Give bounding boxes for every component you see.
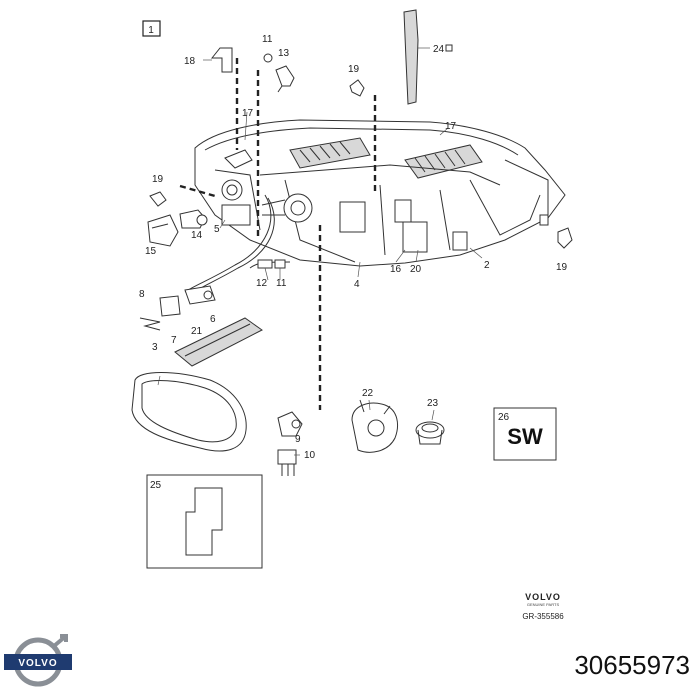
part-11-plug	[274, 259, 286, 269]
housing-vent-left	[289, 137, 371, 169]
callout-19-left: 19	[152, 174, 164, 185]
part-3-gasket	[131, 372, 247, 452]
callout-7: 7	[171, 335, 177, 346]
callout-19-top: 19	[348, 64, 360, 75]
part-14-bulb	[179, 209, 208, 229]
leader-lines	[157, 111, 483, 456]
volvo-logo: VOLVO	[4, 634, 72, 687]
logo-band	[4, 654, 72, 670]
callout-22: 22	[362, 388, 374, 399]
callout-19-right: 19	[556, 262, 568, 273]
part-19-clip-left	[149, 191, 167, 207]
callout-13: 13	[278, 48, 290, 59]
callout-24: 24	[433, 44, 445, 55]
callout-2: 2	[484, 260, 490, 271]
sw-box-text: SW	[507, 424, 543, 449]
part-8-spring	[139, 317, 161, 331]
part-7-holder	[159, 295, 181, 317]
frame-label-text: 1	[148, 25, 154, 36]
part-18-clip	[203, 47, 233, 73]
callout-4: 4	[354, 279, 360, 290]
callout-18: 18	[184, 56, 196, 67]
part-9-bulb	[277, 411, 303, 437]
part-19-clip-right	[557, 227, 573, 249]
drawing-reference: VOLVO GENUINE PARTS GR-355586	[522, 592, 564, 621]
part-19-clip-top	[349, 79, 365, 97]
part-number: 30655973	[574, 650, 690, 680]
callout-26: 26	[498, 412, 510, 423]
part-24-strip	[403, 9, 453, 105]
brand-sub: GENUINE PARTS	[527, 602, 560, 607]
callout-15: 15	[145, 246, 157, 257]
part-21-cover-strip	[174, 317, 263, 367]
drawing-ref: GR-355586	[522, 612, 564, 621]
part-15-bulb-holder	[147, 214, 179, 247]
part-11-ring	[263, 53, 273, 63]
callout-9: 9	[295, 434, 301, 445]
part-23-plug	[415, 421, 445, 445]
inset-box-26: SW	[493, 407, 557, 461]
callout-20: 20	[410, 264, 422, 275]
callout-21: 21	[191, 326, 203, 337]
callout-numbers: 2 3 4 5 6 7 8 9 10 11 11 12 13 14 15 16 …	[139, 34, 568, 491]
callout-3: 3	[152, 342, 158, 353]
callout-17-right: 17	[445, 121, 457, 132]
inset-box-25	[146, 474, 263, 569]
headlamp-housing	[194, 119, 566, 267]
callout-8: 8	[139, 289, 145, 300]
brand-small: VOLVO	[525, 592, 561, 602]
callout-6: 6	[210, 314, 216, 325]
callout-16: 16	[390, 264, 402, 275]
callout-25: 25	[150, 480, 162, 491]
part-12-connector	[257, 259, 273, 269]
part-13-connector	[275, 65, 295, 93]
callout-14: 14	[191, 230, 203, 241]
callout-10: 10	[304, 450, 316, 461]
logo-text: VOLVO	[18, 658, 57, 669]
callout-5: 5	[214, 224, 220, 235]
part-6-bulb	[184, 285, 216, 305]
callout-12: 12	[256, 278, 268, 289]
callout-11-bottom: 11	[276, 278, 287, 289]
assembly-lines	[179, 58, 377, 410]
housing-vent-right	[404, 144, 483, 179]
callout-11-top: 11	[262, 34, 273, 45]
part-10-socket	[277, 449, 297, 476]
callout-23: 23	[427, 398, 439, 409]
callout-17-left: 17	[242, 108, 254, 119]
frame-label: 1	[142, 20, 161, 37]
part-22-adjuster	[351, 399, 398, 453]
